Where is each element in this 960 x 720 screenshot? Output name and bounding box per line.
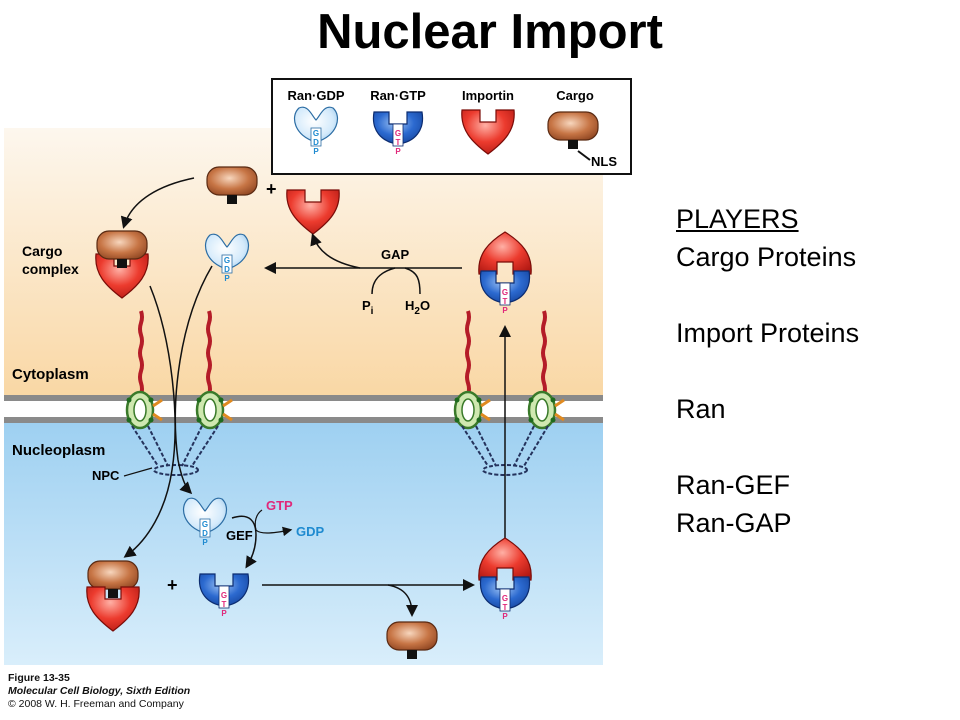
- player-cargo-proteins: Cargo Proteins: [676, 242, 857, 272]
- legend: Ran·GDP Ran·GTP Importin Cargo NLS: [271, 78, 632, 175]
- legend-nls-label: NLS: [591, 154, 617, 169]
- legend-ran-gdp-label: Ran·GDP: [287, 88, 344, 103]
- plus-bottom: +: [167, 575, 178, 595]
- legend-gdp-letter-d: D: [313, 138, 319, 147]
- arrow-ran-gdp-into-nucleus: [174, 265, 213, 495]
- npc-left: [125, 309, 234, 476]
- gap-label: GAP: [381, 247, 410, 262]
- pi-label: Pi: [362, 298, 374, 317]
- arrow-complex-into-nucleus: [123, 285, 176, 558]
- legend-gdp-letter-p: P: [313, 147, 319, 156]
- legend-gtp-letter-p: P: [395, 147, 401, 156]
- legend-cargo-label: Cargo: [556, 88, 594, 103]
- player-ran-gef: Ran-GEF: [676, 470, 791, 500]
- gef-gtp-label: GTP: [266, 498, 293, 513]
- nucleoplasm-label: Nucleoplasm: [12, 442, 105, 459]
- arrow-cargo-release: [387, 584, 418, 617]
- page-title: Nuclear Import: [317, 5, 663, 59]
- legend-ran-gtp-label: Ran·GTP: [370, 88, 426, 103]
- gef-curve: [231, 515, 257, 569]
- cyto-gdp-letter-d: D: [224, 265, 230, 274]
- bottom-right-gtp-letter-t: T: [503, 603, 508, 612]
- cyto-gdp-letter-p: P: [224, 274, 230, 283]
- top-gtp-letter-g: G: [502, 288, 508, 297]
- nuclear-envelope-gap: [4, 401, 603, 417]
- arrow-cargo-free-to-complex: [120, 177, 195, 229]
- nuc-gdp-letter-g: G: [202, 520, 208, 529]
- nuc-gdp-letter-p: P: [202, 538, 208, 547]
- gap-curve-importin: [310, 233, 361, 269]
- player-ran: Ran: [676, 394, 726, 424]
- player-ran-gap: Ran-GAP: [676, 508, 792, 538]
- npc-label-pointer: [123, 467, 153, 477]
- cyto-gdp-letter-g: G: [224, 256, 230, 265]
- bottom-right-gtp-letter-g: G: [502, 594, 508, 603]
- figure-number: Figure 13-35: [8, 672, 70, 684]
- nucleotide-letters: G D P G T P G D P G T P G D P G T P G T …: [202, 129, 508, 621]
- nuc-gdp-letter-d: D: [202, 529, 208, 538]
- copyright: © 2008 W. H. Freeman and Company: [8, 698, 184, 710]
- gef-label: GEF: [226, 528, 253, 543]
- gap-curve-pi: [371, 267, 396, 295]
- nuc-gtp-letter-p: P: [221, 609, 227, 618]
- player-import-proteins: Import Proteins: [676, 318, 860, 348]
- nuclear-envelope-outer: [4, 395, 603, 401]
- nuclear-envelope-inner: [4, 417, 603, 423]
- plus-top: +: [266, 179, 277, 199]
- players-list: PLAYERS Cargo Proteins Import Proteins R…: [676, 200, 859, 542]
- legend-gtp-letter-g: G: [395, 129, 401, 138]
- bottom-right-gtp-letter-p: P: [502, 612, 508, 621]
- gef-gtp-in: [254, 509, 263, 531]
- figure-caption: Figure 13-35 Molecular Cell Biology, Six…: [8, 672, 190, 711]
- legend-importin-label: Importin: [462, 88, 514, 103]
- gef-gdp-label: GDP: [296, 524, 325, 539]
- cargo-complex-label-2: complex: [22, 261, 79, 277]
- book-title: Molecular Cell Biology, Sixth Edition: [8, 685, 191, 697]
- npc-label: NPC: [92, 468, 120, 483]
- top-gtp-letter-p: P: [502, 306, 508, 315]
- cytoplasm-label: Cytoplasm: [12, 366, 89, 383]
- top-gtp-letter-t: T: [503, 297, 508, 306]
- nuc-gtp-letter-g: G: [221, 591, 227, 600]
- gap-curve-h2o: [404, 267, 421, 295]
- h2o-label: H2O: [405, 298, 430, 317]
- legend-gdp-letter-g: G: [313, 129, 319, 138]
- gef-gdp-out: [255, 526, 293, 537]
- players-heading: PLAYERS: [676, 204, 799, 234]
- nuc-gtp-letter-t: T: [222, 600, 227, 609]
- legend-gtp-letter-t: T: [396, 138, 401, 147]
- cargo-complex-label-1: Cargo: [22, 243, 62, 259]
